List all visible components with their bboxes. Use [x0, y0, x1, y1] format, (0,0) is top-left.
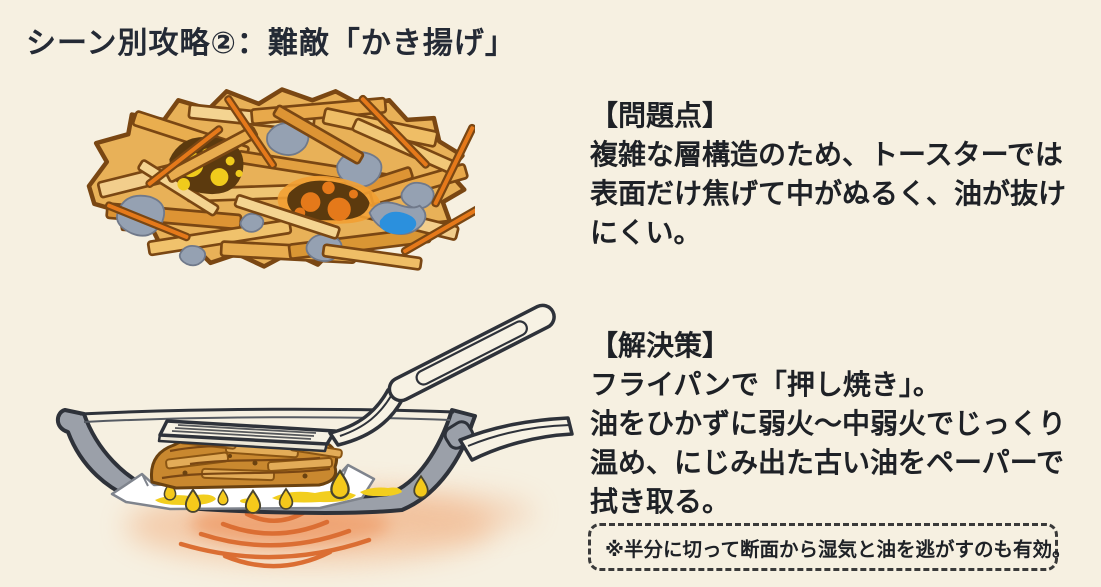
tip-note-text: ※半分に切って断面から湿気と油を逃がすのも有効。 — [605, 537, 1072, 561]
pan-handle — [458, 416, 574, 462]
kakiage-illustration — [86, 87, 475, 271]
problem-section: 【問題点】 複雑な層構造のため、トースターでは 表面だけ焦げて中がぬるく、油が抜… — [590, 96, 1095, 252]
problem-body: 複雑な層構造のため、トースターでは 表面だけ焦げて中がぬるく、油が抜け にくい。 — [590, 138, 1067, 249]
tip-note-box: ※半分に切って断面から湿気と油を逃がすのも有効。 — [588, 523, 1071, 571]
kakiage-blue-ingredient — [368, 201, 427, 235]
solution-heading: 【解決策】 — [590, 329, 731, 362]
oil-puddles — [155, 487, 402, 506]
kakiage-shrimp-cluster — [277, 175, 381, 225]
frying-pan-illustration — [55, 303, 574, 569]
kakiage-top-strips — [165, 104, 456, 271]
page-title: シーン別攻略②：難敵「かき揚げ」 — [26, 26, 516, 61]
solution-section: 【解決策】 フライパンで「押し焼き」。 油をひかずに弱火〜中弱火でじっくり 温め… — [590, 326, 1095, 521]
kakiage-sticks — [104, 94, 475, 256]
heat-waves — [178, 510, 372, 569]
spatula-handle — [387, 303, 556, 403]
problem-heading: 【問題点】 — [590, 99, 731, 132]
solution-body: フライパンで「押し焼き」。 油をひかずに弱火〜中弱火でじっくり 温め、にじみ出た… — [590, 368, 1067, 518]
spatula — [157, 303, 556, 453]
